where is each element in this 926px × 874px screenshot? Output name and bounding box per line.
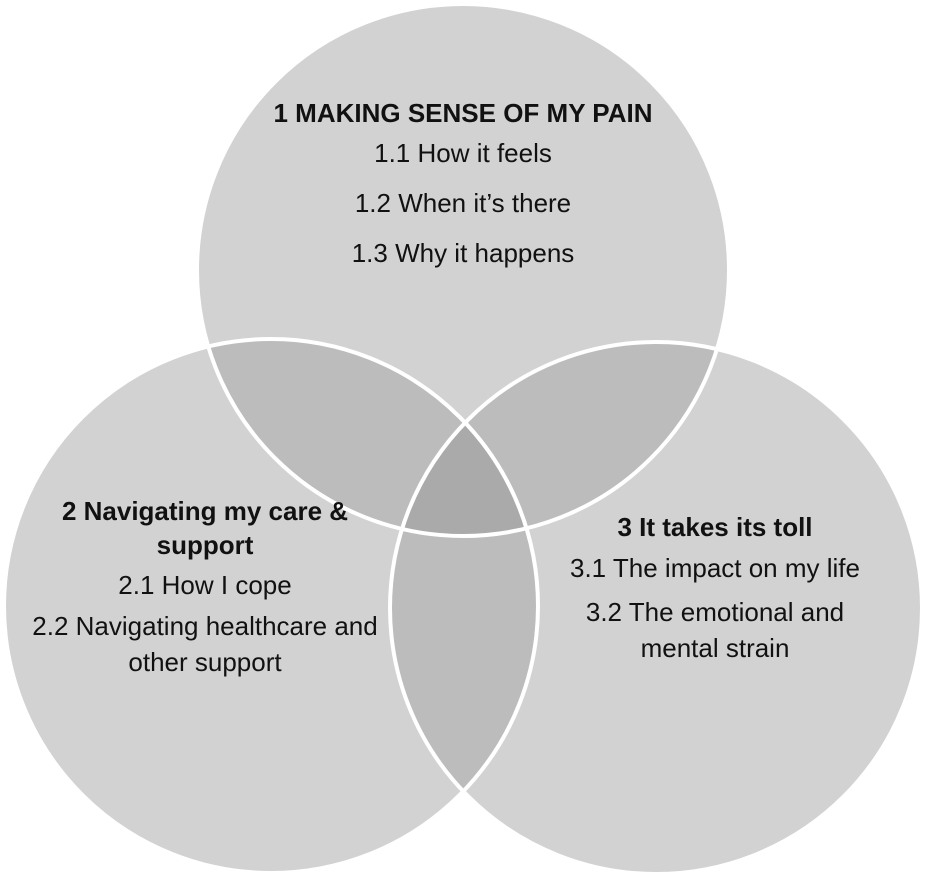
circle-outline-theme-1 <box>195 2 731 538</box>
circle-outline-theme-3 <box>388 340 924 874</box>
subtheme-3-2: 3.2 The emotional and mental strain <box>585 597 845 663</box>
subtheme-1-1: 1.1 How it feels <box>374 138 552 168</box>
theme-1-title: 1 MAKING SENSE OF MY PAIN <box>273 98 653 128</box>
subtheme-1-2: 1.2 When it’s there <box>354 188 572 218</box>
theme-1-label: 1 MAKING SENSE OF MY PAIN 1.1 How it fee… <box>263 96 663 286</box>
theme-3-title: 3 It takes its toll <box>617 512 813 542</box>
theme-3-label: 3 It takes its toll 3.1 The impact on my… <box>550 510 880 674</box>
subtheme-3-1: 3.1 The impact on my life <box>570 553 860 583</box>
theme-2-label: 2 Navigating my care & support 2.1 How I… <box>30 494 380 686</box>
theme-2-title: 2 Navigating my care & support <box>61 496 349 560</box>
subtheme-1-3: 1.3 Why it happens <box>351 238 575 268</box>
overlap-1-2 <box>197 339 538 536</box>
subtheme-2-1: 2.1 How I cope <box>118 570 292 600</box>
overlap-1-3 <box>390 342 729 536</box>
circle-outline-theme-2 <box>2 337 540 874</box>
subtheme-2-2: 2.2 Navigating healthcare and other supp… <box>32 611 378 677</box>
